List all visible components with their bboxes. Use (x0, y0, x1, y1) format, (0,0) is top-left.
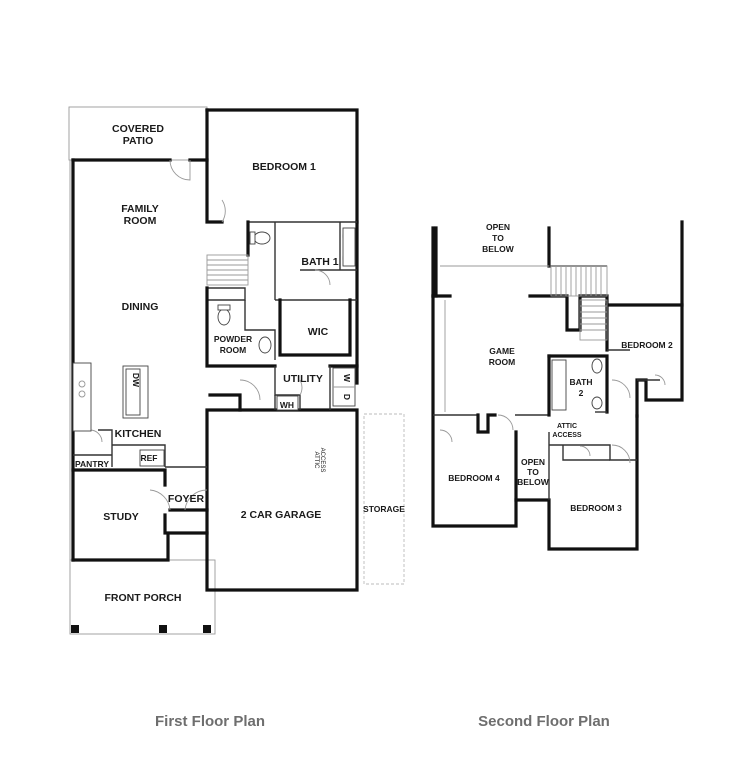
powder-room-label: POWDER (214, 334, 252, 344)
bath-1-label: BATH 1 (301, 256, 338, 268)
storage-label: STORAGE (363, 504, 405, 514)
bedroom-4-label: BEDROOM 4 (448, 473, 500, 483)
bath-2-label: BATH (570, 377, 593, 387)
family-room-label: FAMILY (121, 203, 159, 215)
storage-outline (363, 413, 405, 585)
svg-text:2: 2 (579, 388, 584, 398)
study-label: STUDY (103, 511, 139, 523)
dishwasher-label: DW (131, 373, 141, 388)
sink-powder (258, 336, 272, 354)
svg-text:TO: TO (492, 233, 504, 243)
svg-text:COVERED: COVERED (112, 123, 164, 135)
attic-access-label-second: ATTIC (557, 423, 577, 430)
svg-text:ACCESS: ACCESS (552, 432, 582, 439)
toilet-powder (217, 308, 231, 326)
stairs-second (550, 265, 608, 341)
second-floor-plan: OPEN TO BELOW GAME ROOM BEDROOM 2 BATH 2… (431, 220, 684, 730)
sink-bath2 (591, 396, 603, 410)
svg-text:ROOM: ROOM (124, 215, 157, 227)
kitchen-label: KITCHEN (115, 428, 162, 440)
svg-text:ROOM: ROOM (489, 357, 515, 367)
wic-label: WIC (308, 326, 329, 338)
bedroom-1-label: BEDROOM 1 (252, 161, 316, 173)
svg-text:TO: TO (527, 467, 539, 477)
bath-2-tub (551, 359, 567, 411)
toilet-bath2 (591, 358, 603, 374)
water-heater-label: WH (280, 400, 294, 410)
svg-text:ACCESS: ACCESS (319, 448, 325, 473)
washer-label: W (342, 374, 352, 383)
attic-access-label-first: ATTIC (313, 452, 319, 470)
open-to-below-top-label: OPEN (486, 222, 510, 232)
pantry-label: PANTRY (75, 459, 109, 469)
open-to-below-mid-label: OPEN (521, 457, 545, 467)
second-floor-caption: Second Floor Plan (478, 713, 610, 730)
game-room-label: GAME (489, 346, 515, 356)
first-floor-caption: First Floor Plan (155, 713, 265, 730)
covered-patio-label: COVERED (112, 123, 164, 135)
dining-label: DINING (122, 301, 159, 313)
bedroom-3-label: BEDROOM 3 (570, 503, 622, 513)
toilet-bath1 (253, 231, 271, 245)
garage-label: 2 CAR GARAGE (241, 509, 322, 521)
svg-text:BELOW: BELOW (482, 244, 515, 254)
water-heater (276, 395, 299, 411)
first-floor-plan: COVERED PATIO BEDROOM 1 FAMILY ROOM BATH… (68, 106, 405, 730)
front-porch-label: FRONT PORCH (105, 592, 182, 604)
svg-text:BELOW: BELOW (517, 477, 550, 487)
stairs-first (206, 254, 249, 286)
svg-text:ROOM: ROOM (220, 345, 246, 355)
ref-label: REF (141, 453, 158, 463)
utility-label: UTILITY (283, 373, 323, 385)
dryer-label: D (342, 394, 352, 400)
svg-text:PATIO: PATIO (123, 135, 154, 147)
bedroom-2-label: BEDROOM 2 (621, 340, 673, 350)
foyer-label: FOYER (168, 493, 205, 505)
